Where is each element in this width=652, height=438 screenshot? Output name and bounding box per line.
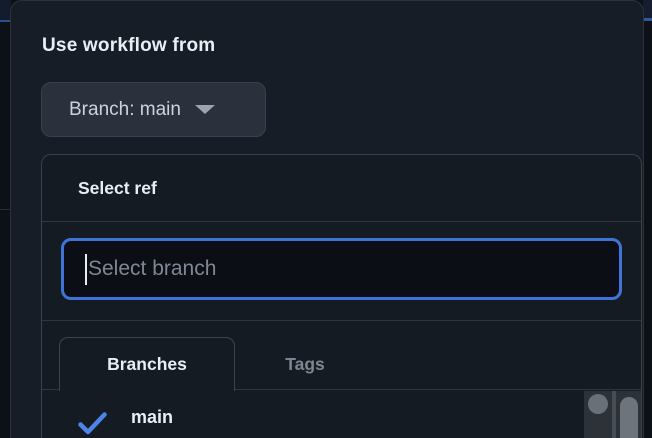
tab-tags[interactable]: Tags (235, 337, 375, 391)
banner-edge-right (643, 0, 652, 21)
page-divider (0, 209, 10, 210)
branch-search-input[interactable] (87, 257, 619, 281)
list-item-label: main (131, 407, 174, 427)
panel-title: Use workflow from (42, 35, 216, 56)
popup-title: Select ref (78, 177, 157, 198)
popup-header: Select ref (42, 155, 641, 222)
banner-edge-left (0, 0, 11, 22)
branch-selector-label: Branch: main (69, 98, 181, 120)
text-cursor (85, 253, 87, 285)
scrollbar-divider (612, 391, 616, 438)
tab-tags-label: Tags (285, 353, 325, 374)
branch-search-box (61, 238, 622, 300)
scrollbar-track[interactable] (584, 391, 641, 438)
check-icon (78, 412, 107, 435)
tab-branches-label: Branches (107, 354, 187, 374)
run-workflow-panel: Use workflow from Branch: main Select re… (10, 0, 644, 438)
branch-selector-button[interactable]: Branch: main (41, 82, 266, 137)
scrollbar-thumb-outer[interactable] (620, 397, 638, 438)
select-ref-popup: Select ref Branches Tags (41, 154, 642, 438)
tab-branches[interactable]: Branches (59, 337, 235, 391)
scrollbar-thumb-inner[interactable] (588, 394, 608, 414)
branch-list: main (42, 390, 641, 438)
dropdown-caret-icon (194, 105, 215, 114)
ref-tabs: Branches Tags (42, 321, 641, 391)
popup-filter-section (42, 222, 641, 321)
